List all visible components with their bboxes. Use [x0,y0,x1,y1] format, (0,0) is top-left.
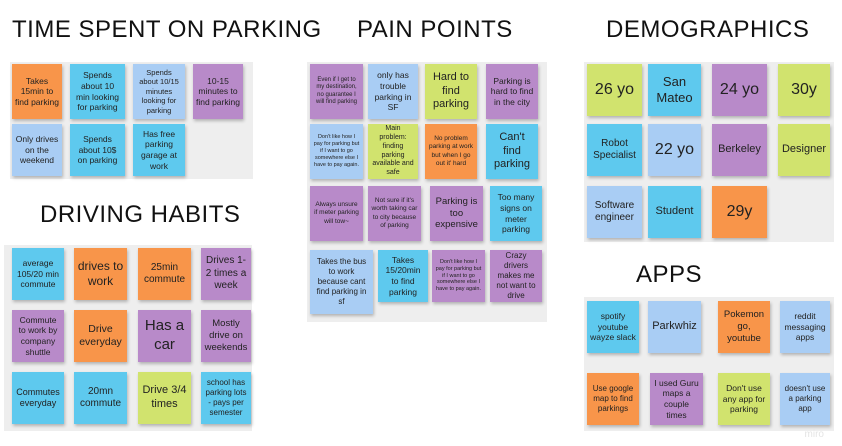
sticky-note[interactable]: Commute to work by company shuttle [12,310,64,362]
sticky-note[interactable]: No problem parking at work but when I go… [425,124,477,179]
sticky-note[interactable]: Hard to find parking [425,64,477,119]
sticky-note[interactable]: Robot Specialist [587,124,642,176]
sticky-note[interactable]: Only drives on the weekend [12,124,62,176]
sticky-note[interactable]: Drive everyday [74,310,127,362]
sticky-note[interactable]: Takes 15min to find parking [12,64,62,119]
sticky-note[interactable]: Main problem: finding parking available … [368,124,418,179]
sticky-note[interactable]: 26 yo [587,64,642,116]
sticky-note[interactable]: 25min commute [138,248,191,300]
sticky-note[interactable]: Takes 15/20min to find parking [378,250,428,302]
sticky-note[interactable]: only has trouble parking in SF [368,64,418,119]
sticky-note[interactable]: reddit messaging apps [780,301,830,353]
sticky-note[interactable]: Has free parking garage at work [133,124,185,176]
sticky-note[interactable]: Drive 3/4 times [138,372,191,424]
sticky-note[interactable]: Don't like how I pay for parking but if … [432,250,485,302]
sticky-note[interactable]: Parkwhiz [648,301,701,353]
sticky-note[interactable]: Commutes everyday [12,372,64,424]
sticky-note[interactable]: Student [648,186,701,238]
sticky-note[interactable]: Designer [778,124,830,176]
sticky-note[interactable]: Don't like how I pay for parking but if … [310,124,363,179]
sticky-note[interactable]: 22 yo [648,124,701,176]
sticky-note[interactable]: Spends about 10 min looking for parking [70,64,125,119]
sticky-note[interactable]: Spends about 10$ on parking [70,124,125,176]
sticky-note[interactable]: doesn't use a parking app [780,373,830,425]
sticky-note[interactable]: Crazy drivers makes me not want to drive [490,250,542,302]
sticky-note[interactable]: Parking is too expensive [430,186,483,241]
section-title-apps: APPS [636,261,703,288]
sticky-note[interactable]: Use google map to find parkings [587,373,639,425]
sticky-note[interactable]: Even if I get to my destination, no guar… [310,64,363,119]
section-title-demographics: DEMOGRAPHICS [606,16,810,43]
miro-watermark: miro [804,429,824,440]
section-title-pain-points: PAIN POINTS [357,16,513,43]
sticky-note[interactable]: Software engineer [587,186,642,238]
sticky-note[interactable]: Drives 1-2 times a week [201,248,251,300]
sticky-note[interactable]: Too many signs on meter parking [490,186,542,241]
sticky-note[interactable]: Parking is hard to find in the city [486,64,538,119]
sticky-note[interactable]: I used Guru maps a couple times [650,373,703,425]
sticky-note[interactable]: 29y [712,186,767,238]
sticky-note[interactable]: Mostly drive on weekends [201,310,251,362]
sticky-note[interactable]: Takes the bus to work because cant find … [310,250,373,314]
sticky-note[interactable]: spotify youtube wayze slack [587,301,639,353]
sticky-note[interactable]: 10-15 minutes to find parking [193,64,243,119]
sticky-note[interactable]: Spends about 10/15 minutes looking for p… [133,64,185,119]
sticky-note[interactable]: average 105/20 min commute [12,248,64,300]
sticky-note[interactable]: 20mn commute [74,372,127,424]
sticky-note[interactable]: San Mateo [648,64,701,116]
sticky-note[interactable]: 24 yo [712,64,767,116]
sticky-note[interactable]: Has a car [138,310,191,362]
sticky-note[interactable]: Don't use any app for parking [718,373,770,425]
sticky-note[interactable]: 30y [778,64,830,116]
sticky-note[interactable]: school has parking lots - pays per semes… [201,372,251,424]
sticky-note[interactable]: Not sure if it's worth taking car to cit… [368,186,421,241]
sticky-note[interactable]: Berkeley [712,124,767,176]
sticky-note[interactable]: Can't find parking [486,124,538,179]
sticky-note[interactable]: Always unsure if meter parking will tow~ [310,186,363,241]
section-title-time-spent: TIME SPENT ON PARKING [12,16,322,43]
section-title-driving-habits: DRIVING HABITS [40,201,241,228]
sticky-note[interactable]: Pokemon go, youtube [718,301,770,353]
sticky-note[interactable]: drives to work [74,248,127,300]
